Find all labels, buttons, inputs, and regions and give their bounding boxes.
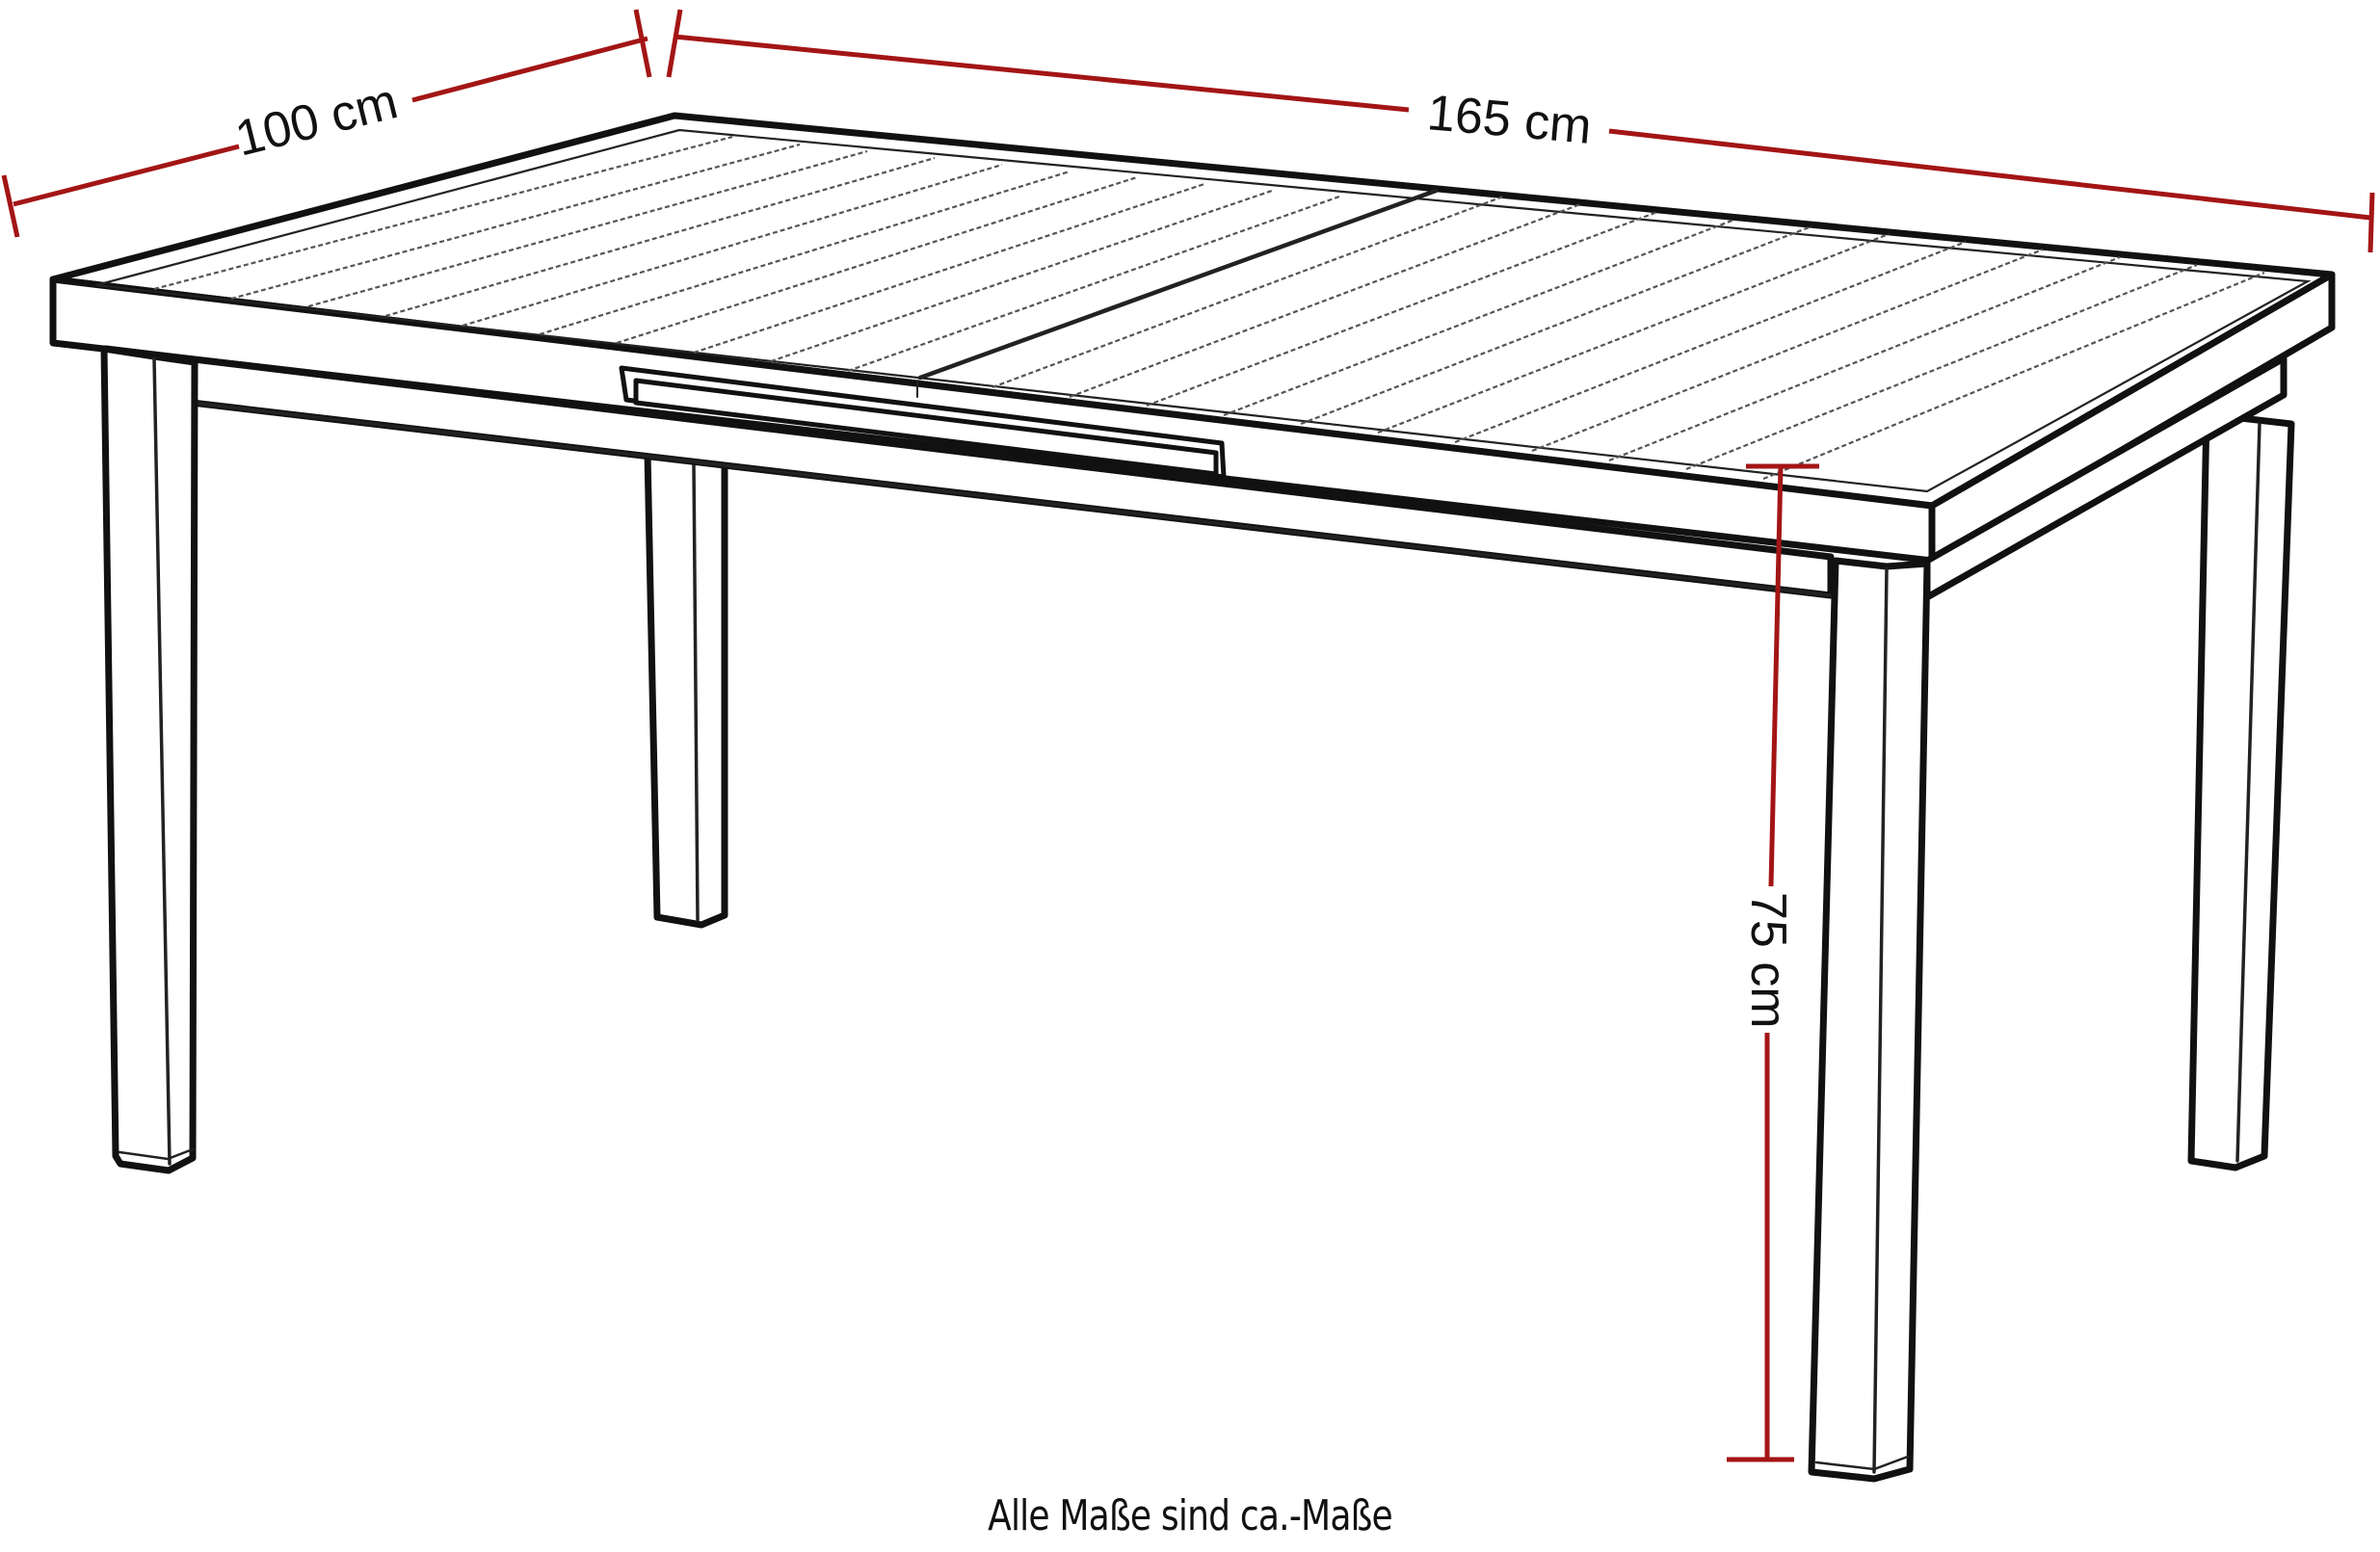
extension-mechanism [619,365,1227,480]
dimension-length-label: 165 cm [1425,85,1594,155]
front-left-leg [100,345,198,1174]
dimension-height-label: 75 cm [1740,892,1796,1029]
slats-right-panel [992,195,2265,481]
front-right-leg [1808,557,1931,1483]
dimension-depth-label: 100 cm [230,73,403,168]
slats-left-panel [153,135,1340,373]
back-left-leg [644,449,728,929]
dimension-height: 75 cm [1727,463,1819,1462]
back-right-leg [2187,410,2295,1171]
caption-approx-dimensions: Alle Maße sind ca.-Maße [988,1491,1393,1540]
